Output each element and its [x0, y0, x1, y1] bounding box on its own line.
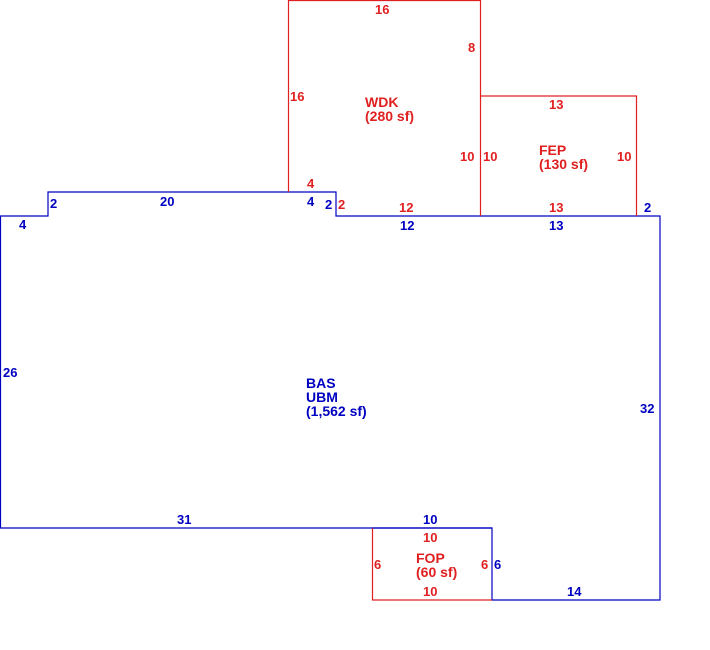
- wdk-outline: [287, 0, 482, 216]
- fep-label: FEP: [539, 142, 566, 158]
- fop-dim-bottom: 10: [423, 584, 437, 599]
- fep-dim-right: 10: [617, 149, 631, 164]
- wdk-dim-bottom: 12: [399, 200, 413, 215]
- fop-dim-left: 6: [374, 557, 381, 572]
- fop-outline: [371, 528, 492, 601]
- fep-dim-top: 13: [549, 97, 563, 112]
- fep-outline: [480, 95, 638, 216]
- bas-dim-fop-side: 6: [494, 557, 501, 572]
- bas-dim-top-mid: 12: [400, 218, 414, 233]
- fep-dim-bottom: 13: [549, 200, 563, 215]
- bas-dim-top-right: 13: [549, 218, 563, 233]
- wdk-label: WDK: [365, 94, 398, 110]
- fop-label: FOP: [416, 550, 445, 566]
- fop-area-size: (60 sf): [416, 564, 457, 580]
- wdk-dim-left: 16: [290, 89, 304, 104]
- bas-dim-notch-side: 2: [325, 197, 332, 212]
- ubm-label: UBM: [306, 389, 338, 405]
- bas-dim-west: 26: [3, 365, 17, 380]
- bas-dim-bottom-left: 31: [177, 512, 191, 527]
- fop-dim-top: 10: [423, 530, 437, 545]
- fep-dim-left: 10: [483, 149, 497, 164]
- wdk-area-size: (280 sf): [365, 108, 414, 124]
- wdk-dim-right-upper: 8: [468, 40, 475, 55]
- fep-area-size: (130 sf): [539, 156, 588, 172]
- bas-dim-notch-top: 4: [307, 194, 315, 209]
- bas-dim-top: 20: [160, 194, 174, 209]
- bas-dim-left: 4: [19, 217, 27, 232]
- wdk-dim-top: 16: [375, 2, 389, 17]
- bas-dim-bottom-mid: 10: [423, 512, 437, 527]
- bas-label: BAS: [306, 375, 336, 391]
- fop-dim-right: 6: [481, 557, 488, 572]
- bas-dim-east: 32: [640, 401, 654, 416]
- wdk-dim-right: 10: [460, 149, 474, 164]
- bas-outline: [0, 191, 661, 601]
- wdk-dim-bottom-notch: 4: [307, 176, 315, 191]
- bas-dim-bottom-right: 14: [567, 584, 582, 599]
- bas-area-size: (1,562 sf): [306, 403, 367, 419]
- bas-dim-right-step: 2: [644, 200, 651, 215]
- wdk-dim-notch-side: 2: [338, 197, 345, 212]
- bas-dim-step-up: 2: [50, 196, 57, 211]
